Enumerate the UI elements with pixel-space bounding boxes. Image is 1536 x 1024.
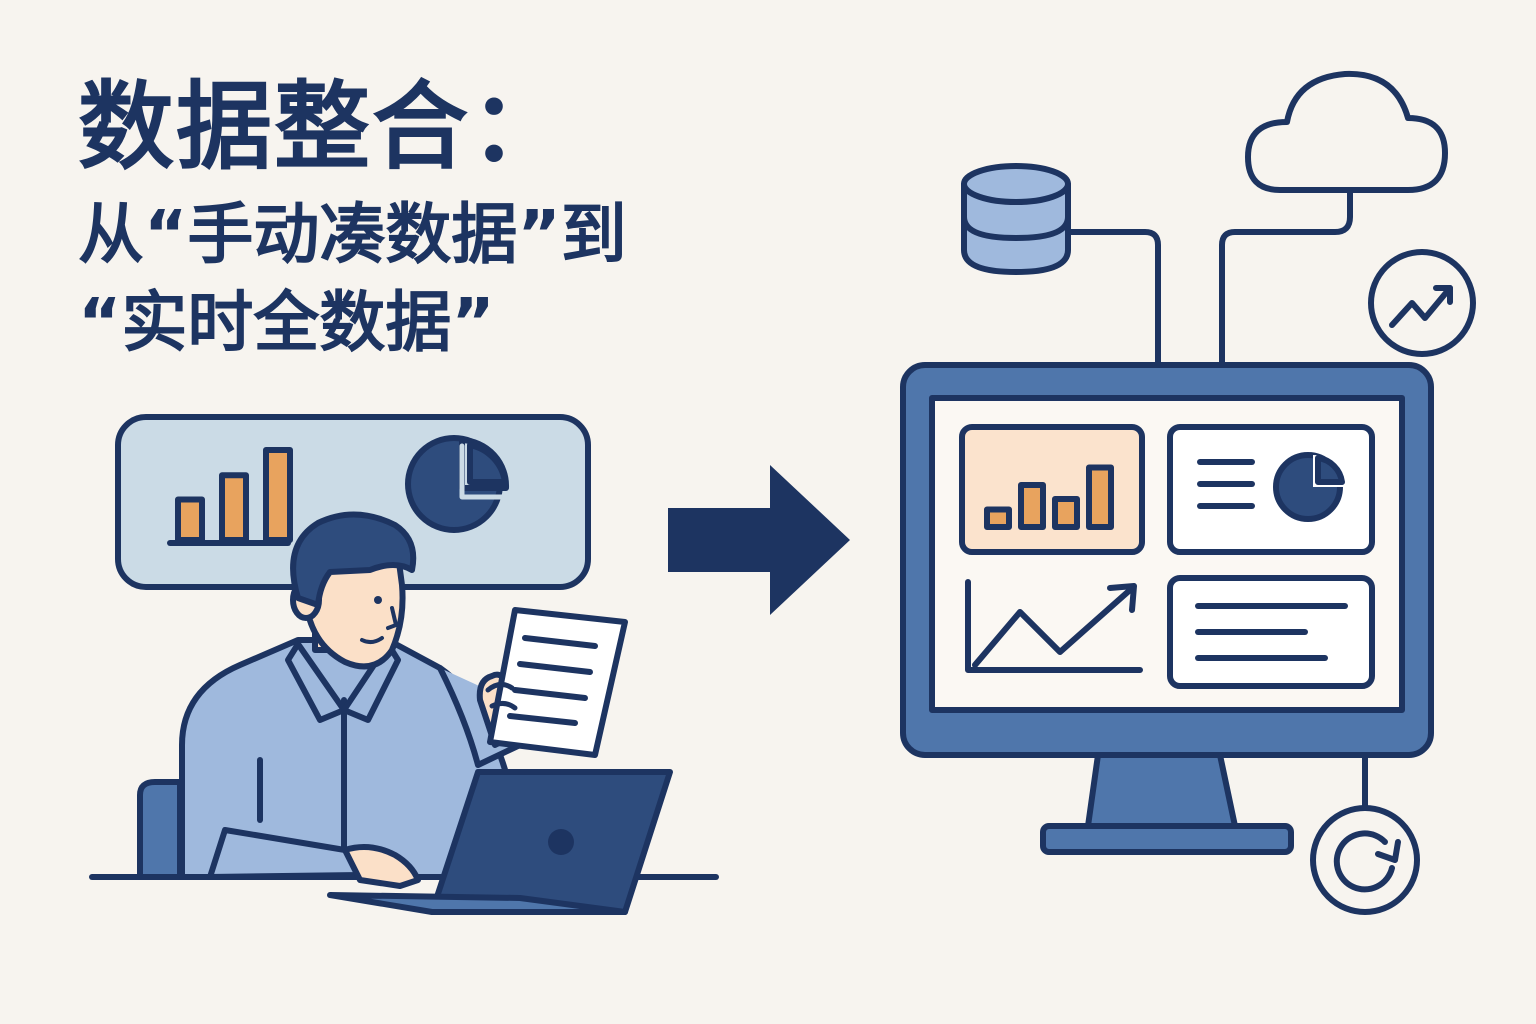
database-icon (961, 163, 1071, 275)
bar (263, 447, 293, 543)
hair (290, 511, 417, 608)
monitor-base (1040, 823, 1294, 855)
dashboard-bar-chart (984, 464, 1114, 530)
paper-document-icon (487, 607, 628, 758)
subtitle-line-1: 从“手动凑数据”到 (78, 196, 627, 274)
dashboard-tile-text-lines (1167, 575, 1375, 689)
page-title: 数据整合： (78, 71, 568, 183)
cloud-icon (1245, 70, 1448, 193)
bar (1018, 482, 1046, 530)
title-block: 数据整合： 从“手动凑数据”到 “实时全数据” (78, 70, 718, 367)
eye (374, 596, 382, 604)
laptop-logo (548, 829, 574, 855)
dashboard-tile-line-chart (965, 579, 1143, 673)
bar (1052, 496, 1080, 530)
database-connector (1063, 229, 1161, 368)
person (179, 511, 531, 889)
arrow-right-icon (668, 465, 850, 615)
trend-line (972, 587, 1133, 668)
manual-chart-panel (115, 414, 591, 590)
line-chart-axes (965, 579, 1143, 673)
trend-up-icon (1368, 249, 1476, 357)
trend-arrowhead (1107, 583, 1137, 613)
collar-left (285, 641, 347, 723)
bar (219, 472, 249, 544)
bar (984, 506, 1012, 530)
subtitle-line-2: “实时全数据” (78, 283, 495, 361)
refresh-icon (1310, 805, 1420, 915)
mouth (360, 636, 384, 645)
manual-bar-chart (175, 447, 293, 544)
page-subtitle: 从“手动凑数据”到 “实时全数据” (78, 191, 718, 367)
fingers (485, 682, 518, 711)
bar (175, 496, 205, 543)
collar-right (341, 641, 401, 723)
typing-hand (342, 843, 421, 889)
dashboard-tile-bar-chart (959, 424, 1145, 555)
bar (1086, 464, 1114, 530)
cloud-connector (1219, 187, 1353, 368)
chair (137, 779, 183, 880)
laptop-icon (327, 769, 673, 915)
dashboard-tile-pie-list (1167, 424, 1375, 555)
nose (386, 606, 398, 630)
monitor-stand (1085, 752, 1238, 829)
pie-chart-icon (405, 435, 510, 533)
pie-chart-icon (1273, 452, 1345, 522)
